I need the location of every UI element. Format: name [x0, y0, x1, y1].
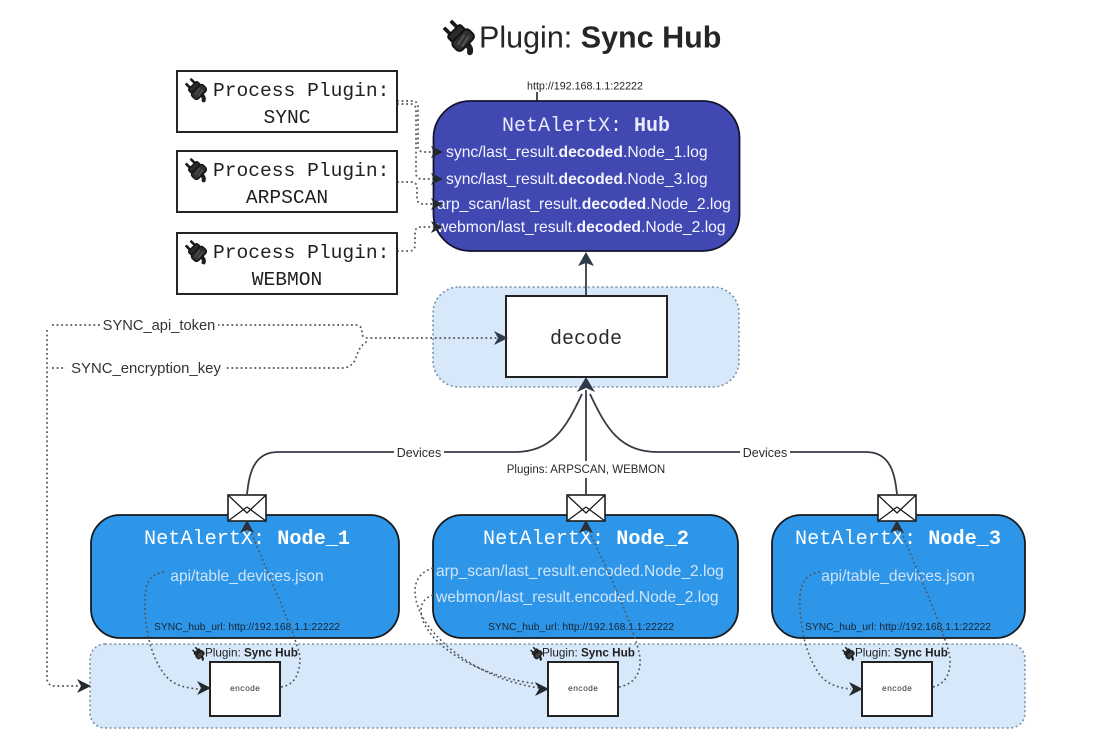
- svg-text:SYNC_hub_url: http://192.168.1: SYNC_hub_url: http://192.168.1.1:22222: [154, 622, 340, 633]
- svg-text:api/table_devices.json: api/table_devices.json: [170, 568, 323, 585]
- svg-text:sync/last_result.decoded.Node_: sync/last_result.decoded.Node_1.log: [446, 144, 708, 161]
- svg-text:SYNC_hub_url: http://192.168.1: SYNC_hub_url: http://192.168.1.1:22222: [805, 622, 991, 633]
- svg-text:arp_scan/last_result.encoded.N: arp_scan/last_result.encoded.Node_2.log: [436, 563, 724, 580]
- svg-text:Plugin: Sync Hub: Plugin: Sync Hub: [855, 647, 948, 660]
- svg-text:encode: encode: [230, 684, 260, 694]
- svg-text:encode: encode: [882, 684, 912, 694]
- svg-text:Process Plugin:: Process Plugin:: [213, 160, 389, 182]
- svg-text:decode: decode: [550, 328, 622, 351]
- svg-text:SYNC: SYNC: [263, 107, 310, 129]
- svg-text:http://192.168.1.1:22222: http://192.168.1.1:22222: [527, 81, 643, 93]
- svg-text:NetAlertX: Node_2: NetAlertX: Node_2: [483, 528, 689, 551]
- svg-text:Process Plugin:: Process Plugin:: [213, 242, 389, 264]
- svg-text:SYNC_api_token: SYNC_api_token: [103, 318, 216, 334]
- svg-text:Plugin: Sync Hub: Plugin: Sync Hub: [479, 21, 721, 55]
- svg-text:arp_scan/last_result.decoded.N: arp_scan/last_result.decoded.Node_2.log: [437, 196, 731, 213]
- svg-text:Plugin: Sync Hub: Plugin: Sync Hub: [542, 647, 635, 660]
- svg-text:encode: encode: [568, 684, 598, 694]
- svg-text:Process Plugin:: Process Plugin:: [213, 80, 389, 102]
- svg-text:NetAlertX: Hub: NetAlertX: Hub: [502, 115, 670, 138]
- svg-text:webmon/last_result.encoded.Nod: webmon/last_result.encoded.Node_2.log: [435, 589, 719, 606]
- svg-text:Devices: Devices: [743, 446, 787, 460]
- svg-text:NetAlertX: Node_3: NetAlertX: Node_3: [795, 528, 1001, 551]
- svg-text:WEBMON: WEBMON: [252, 269, 323, 291]
- svg-text:ARPSCAN: ARPSCAN: [246, 187, 328, 209]
- svg-text:SYNC_encryption_key: SYNC_encryption_key: [71, 361, 221, 377]
- svg-text:NetAlertX: Node_1: NetAlertX: Node_1: [144, 528, 350, 551]
- svg-text:Plugin: Sync Hub: Plugin: Sync Hub: [205, 647, 298, 660]
- svg-text:SYNC_hub_url: http://192.168.1: SYNC_hub_url: http://192.168.1.1:22222: [488, 622, 674, 633]
- svg-text:api/table_devices.json: api/table_devices.json: [821, 568, 974, 585]
- svg-text:webmon/last_result.decoded.Nod: webmon/last_result.decoded.Node_2.log: [436, 219, 726, 236]
- svg-text:Plugins: ARPSCAN, WEBMON: Plugins: ARPSCAN, WEBMON: [507, 464, 665, 476]
- svg-text:Devices: Devices: [397, 446, 441, 460]
- svg-text:sync/last_result.decoded.Node_: sync/last_result.decoded.Node_3.log: [446, 171, 708, 188]
